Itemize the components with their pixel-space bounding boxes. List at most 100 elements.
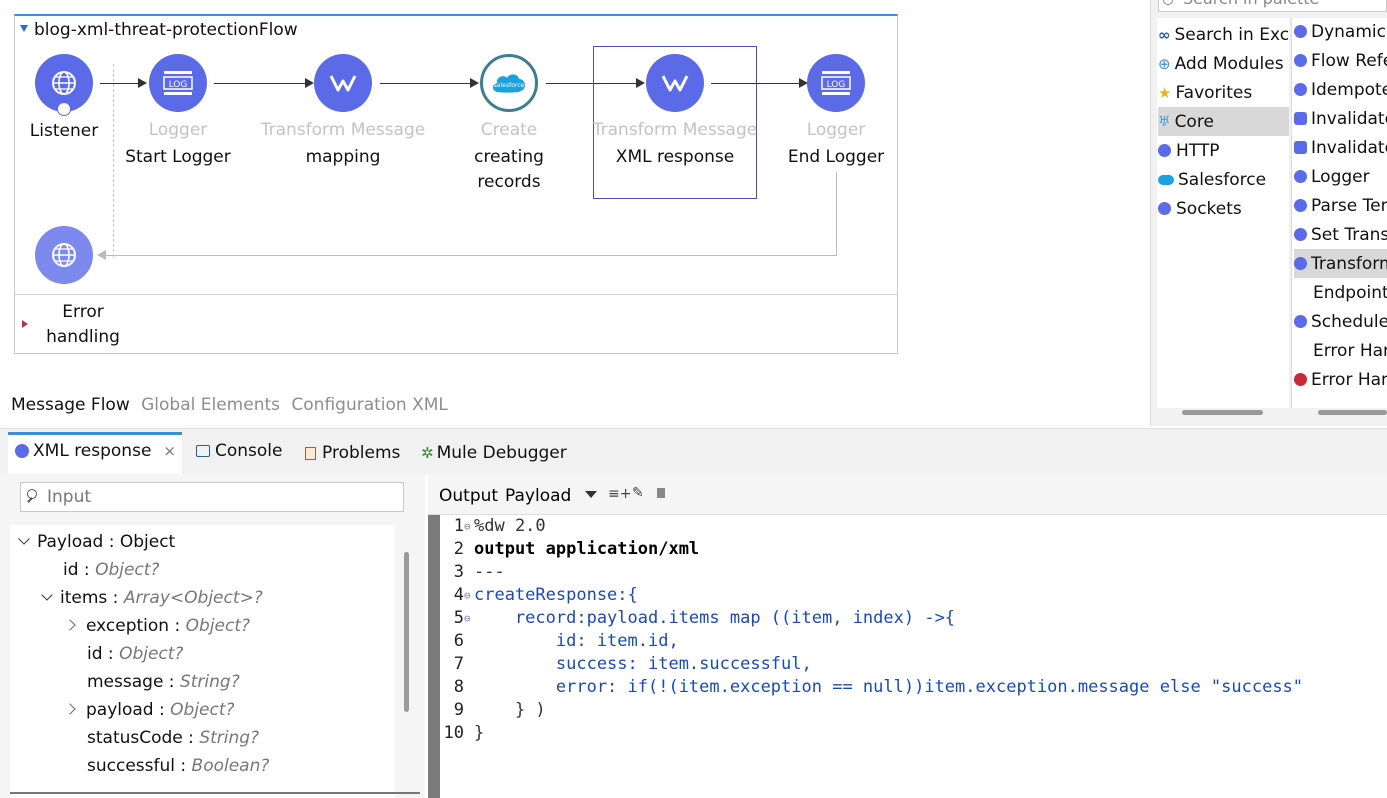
palette-search-input[interactable]: Search in palette [1158,0,1387,12]
tab-configuration-xml[interactable]: Configuration XML [291,395,448,415]
flow-title[interactable]: blog-xml-threat-protectionFlow [20,20,298,40]
chevron-down-icon[interactable] [585,491,597,498]
code-line-8[interactable]: 8 error: if(!(item.exception == null))it… [453,677,1304,697]
id-icon [1294,228,1307,241]
tab-label: Problems [322,443,401,463]
output-target-select[interactable]: Payload [505,486,572,506]
tree-row[interactable]: items : Array<Object>? [41,588,263,608]
listener-response-node[interactable] [35,226,93,284]
close-icon[interactable]: × [163,442,176,460]
palette-op-idempotent[interactable]: Idempote [1294,75,1387,104]
code-line-4[interactable]: 4⊖createResponse:{ [453,585,638,605]
delete-icon[interactable] [657,488,665,498]
tree-row[interactable]: successful : Boolean? [87,756,270,776]
palette-favorites[interactable]: ★Favorites [1158,78,1289,107]
palette-right-scrollbar[interactable] [1318,410,1387,415]
chevron-right-icon[interactable] [64,703,76,715]
palette-op-label: Invalidate [1311,108,1387,129]
input-search-field[interactable]: Input [20,482,404,512]
palette-op-logger[interactable]: Logger [1294,162,1387,191]
input-tree-scrollbar[interactable] [404,552,409,712]
palette-op-error-handler[interactable]: Error Han [1294,365,1387,394]
start-logger-node[interactable]: LOG [149,54,207,112]
tree-name: message [87,672,164,692]
palette-op-dynamic[interactable]: Dynamic [1294,17,1387,46]
tab-xml-response[interactable] [8,432,182,474]
source-badge-icon [57,102,71,116]
palette-search-exchange[interactable]: ∞Search in Exc [1158,20,1289,49]
palette-op-invalidate-1[interactable]: Invalidate [1294,104,1387,133]
arrow-head [138,78,147,88]
sockets-icon [1158,202,1171,215]
code-line-3[interactable]: 3 --- [453,562,505,582]
code-line-1[interactable]: 1⊖%dw 2.0 [453,516,546,536]
palette-op-error-handling-header[interactable]: Error Han [1294,336,1387,365]
error-handling-label-2[interactable]: handling [46,327,120,347]
chevron-down-icon[interactable] [41,589,53,601]
bug-icon: ✲ [421,444,434,462]
selected-node-frame[interactable] [593,46,757,199]
code-line-7[interactable]: 7 success: item.successful, [453,654,812,674]
palette-op-scheduler[interactable]: Scheduler [1294,307,1387,336]
end-logger-node[interactable]: LOG [807,54,865,112]
error-handling-label-1[interactable]: Error [62,302,104,322]
palette-http[interactable]: HTTP [1158,136,1289,165]
palette-sockets[interactable]: Sockets [1158,194,1289,223]
tree-row[interactable]: statusCode : String? [87,728,260,748]
tab-console[interactable]: Console [196,441,283,461]
chevron-right-icon[interactable] [64,619,76,631]
output-label: Output [439,486,499,506]
collapse-triangle-icon[interactable] [20,24,28,32]
tree-name: id [87,644,103,664]
expand-triangle-icon[interactable] [22,320,28,328]
salesforce-create-node[interactable]: salesforce [480,54,538,112]
palette-core[interactable]: ♅Core [1158,107,1289,136]
tab-xml-response-label[interactable]: XML response × [15,441,176,461]
tree-name: items [60,588,108,608]
tree-row[interactable]: payload : Object? [64,700,235,720]
search-icon-handle [27,497,33,503]
tree-name: exception [86,616,170,636]
transform-icon [15,444,29,458]
editor-left-bar [428,515,440,798]
code-line-5[interactable]: 5⊖ record:payload.items map ((item, inde… [453,608,956,628]
tab-problems[interactable]: Problems [305,443,400,463]
xml-response-transform-node[interactable] [646,54,704,112]
palette-op-label: Scheduler [1311,311,1387,332]
code-line-6[interactable]: 6 id: item.id, [453,631,679,651]
palette-op-parse-template[interactable]: Parse Tem [1294,191,1387,220]
tab-mule-debugger[interactable]: ✲ Mule Debugger [421,443,567,463]
chevron-down-icon[interactable] [18,533,30,545]
tab-message-flow[interactable]: Message Flow [11,395,130,415]
palette-left-scrollbar[interactable] [1182,410,1263,415]
tree-type: Object [119,532,176,552]
code-line-2[interactable]: 2 output application/xml [453,539,700,559]
palette-op-transform[interactable]: Transform [1294,249,1387,278]
tree-row[interactable]: Payload : Object [18,532,176,552]
output-toolbar: Output Payload ≡+ ✎ [428,474,1387,515]
tree-type: Array<Object>? [123,588,263,608]
tree-row[interactable]: id : Object? [63,560,160,580]
input-hscrollbar[interactable] [10,792,420,794]
log-icon: LOG [821,71,851,95]
palette-salesforce[interactable]: Salesforce [1158,165,1289,194]
tree-row[interactable]: message : String? [87,672,240,692]
mapping-transform-node[interactable] [314,54,372,112]
parse-icon [1294,199,1307,212]
add-target-icon[interactable]: ≡+ [608,486,632,502]
palette-op-invalidate-2[interactable]: Invalidate [1294,133,1387,162]
code-text: record:payload.items map ((item, index) … [474,608,956,628]
code-line-9[interactable]: 9 } ) [453,700,546,720]
edit-icon[interactable]: ✎ [632,485,644,501]
return-arrow-head [97,250,106,260]
palette-add-modules[interactable]: ⊕Add Modules [1158,49,1289,78]
tab-global-elements[interactable]: Global Elements [141,395,280,415]
palette-op-flow-ref[interactable]: Flow Refe [1294,46,1387,75]
code-line-10[interactable]: 10 } [443,723,485,743]
palette-op-endpoints[interactable]: Endpoints [1294,278,1387,307]
code-text: createResponse:{ [474,585,638,605]
arrow-line [100,83,139,84]
palette-op-set-transaction[interactable]: Set Transa [1294,220,1387,249]
tree-row[interactable]: exception : Object? [64,616,250,636]
tree-row[interactable]: id : Object? [87,644,184,664]
